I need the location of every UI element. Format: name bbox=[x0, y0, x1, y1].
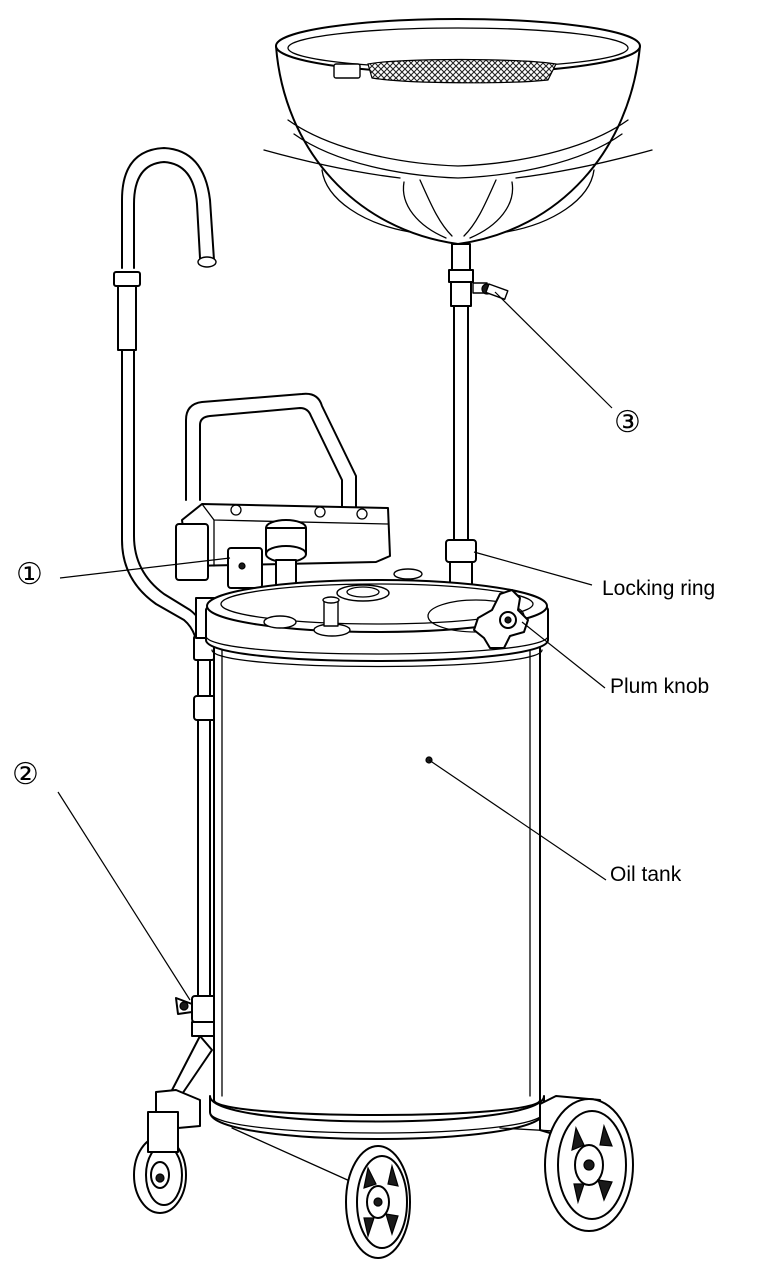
plum-knob bbox=[473, 589, 529, 649]
leader-locking-ring bbox=[473, 551, 593, 586]
callout-1: ① bbox=[16, 557, 43, 592]
leader-lines bbox=[57, 291, 613, 1001]
suction-pipe bbox=[113, 147, 217, 999]
callout-3: ③ bbox=[614, 405, 641, 440]
rear-wheel-right bbox=[544, 1098, 634, 1232]
leader-3 bbox=[494, 291, 613, 409]
funnel-bowl bbox=[263, 18, 653, 245]
left-caster bbox=[133, 1035, 213, 1214]
front-wheel-center bbox=[345, 1145, 411, 1259]
label-oil-tank: Oil tank bbox=[610, 863, 682, 886]
leader-2 bbox=[57, 791, 191, 1001]
valve-3 bbox=[472, 282, 509, 300]
label-locking-ring: Locking ring bbox=[602, 577, 716, 600]
funnel-mesh-screen bbox=[367, 58, 557, 84]
callout-2: ② bbox=[12, 757, 39, 792]
handle-frame bbox=[185, 392, 357, 517]
leader-1 bbox=[59, 557, 231, 579]
leader-plum-knob bbox=[521, 621, 606, 689]
label-plum-knob: Plum knob bbox=[610, 675, 710, 698]
funnel-pipe bbox=[441, 243, 481, 641]
valve-2 bbox=[175, 995, 219, 1037]
leader-oil-tank bbox=[428, 759, 607, 881]
oil-tank bbox=[205, 568, 549, 1140]
